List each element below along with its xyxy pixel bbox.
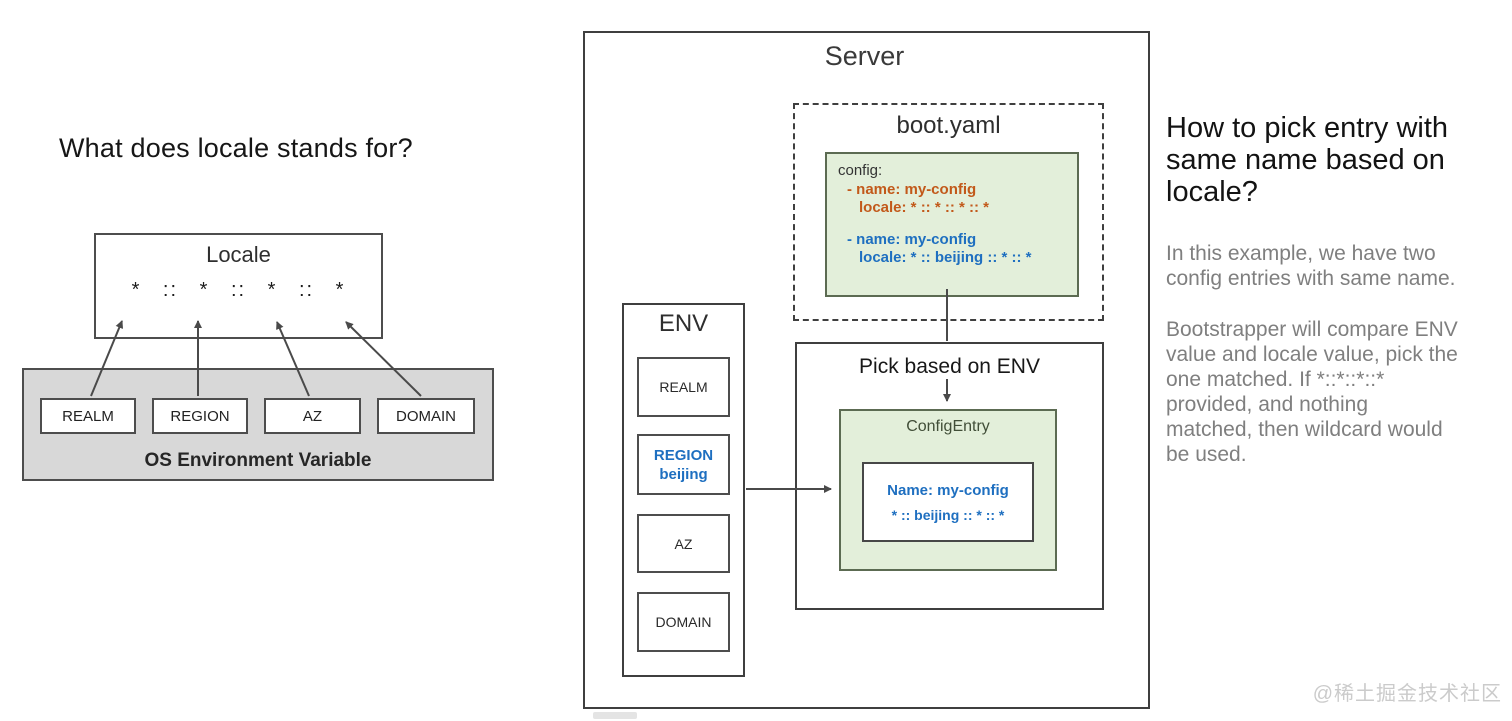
env-panel: ENV REALM REGION beijing AZ DOMAIN (622, 303, 745, 677)
config-entry-locale: * :: beijing :: * :: * (891, 506, 1005, 523)
left-section-title: What does locale stands for? (59, 133, 413, 163)
paragraph-line: config entries with same name. (1166, 267, 1456, 290)
boot-yaml-box: boot.yaml (793, 103, 1104, 321)
right-heading-line: How to pick entry with (1166, 112, 1449, 144)
env-panel-title: ENV (658, 310, 709, 337)
right-heading-line: same name based on (1166, 144, 1445, 176)
env-item-az: AZ (637, 514, 730, 573)
os-var-region: REGION (152, 398, 248, 434)
os-var-realm: REALM (40, 398, 136, 434)
env-item-region: REGION beijing (637, 434, 730, 495)
right-heading: How to pick entry with same name based o… (1166, 112, 1506, 208)
locale-box-title: Locale (206, 242, 271, 267)
server-title: Server (824, 41, 905, 71)
code-entry2-name: - name: my-config (847, 230, 977, 248)
paragraph-line: provided, and nothing (1166, 393, 1368, 416)
pick-box-title: Pick based on ENV (859, 355, 1040, 378)
os-environment-label: OS Environment Variable (144, 450, 372, 471)
spacer (1166, 291, 1506, 317)
watermark: @稀土掘金技术社区 (1312, 683, 1502, 705)
config-entry-name: Name: my-config (887, 481, 1009, 499)
right-paragraph-1: In this example, we have two config entr… (1166, 241, 1506, 291)
code-config-header: config: (838, 162, 883, 179)
config-entry-result: Name: my-config * :: beijing :: * :: * (862, 462, 1034, 542)
config-entry-title: ConfigEntry (906, 418, 990, 435)
env-item-region-value: beijing (659, 465, 708, 483)
paragraph-line: one matched. If *::*::*::* (1166, 368, 1385, 391)
spacer (1166, 208, 1506, 241)
boot-yaml-title: boot.yaml (896, 112, 1001, 139)
paragraph-line: value and locale value, pick the (1166, 343, 1458, 366)
locale-pattern: * :: * :: * :: * (131, 279, 346, 301)
os-var-az: AZ (264, 398, 361, 434)
os-environment-box: REALM REGION AZ DOMAIN OS Environment Va… (22, 368, 494, 481)
os-var-domain: DOMAIN (377, 398, 475, 434)
code-entry1-name: - name: my-config (847, 180, 977, 198)
config-code-block: config: - name: my-config locale: * :: *… (825, 152, 1079, 297)
right-heading-line: locale? (1166, 176, 1258, 208)
paragraph-line: Bootstrapper will compare ENV (1166, 318, 1458, 341)
right-paragraph-2: Bootstrapper will compare ENV value and … (1166, 317, 1506, 467)
paragraph-line: be used. (1166, 443, 1247, 466)
env-item-region-label: REGION (653, 446, 714, 464)
paragraph-line: matched, then wildcard would (1166, 418, 1443, 441)
code-entry1-locale: locale: * :: * :: * :: * (859, 199, 990, 216)
code-gap (838, 218, 1077, 231)
env-item-domain: DOMAIN (637, 592, 730, 652)
env-item-realm: REALM (637, 357, 730, 417)
code-entry2-locale: locale: * :: beijing :: * :: * (859, 249, 1032, 266)
locale-box: Locale * :: * :: * :: * (94, 233, 383, 339)
cropped-artifact (593, 712, 637, 719)
paragraph-line: In this example, we have two (1166, 242, 1436, 265)
right-text-column: How to pick entry with same name based o… (1166, 112, 1506, 467)
